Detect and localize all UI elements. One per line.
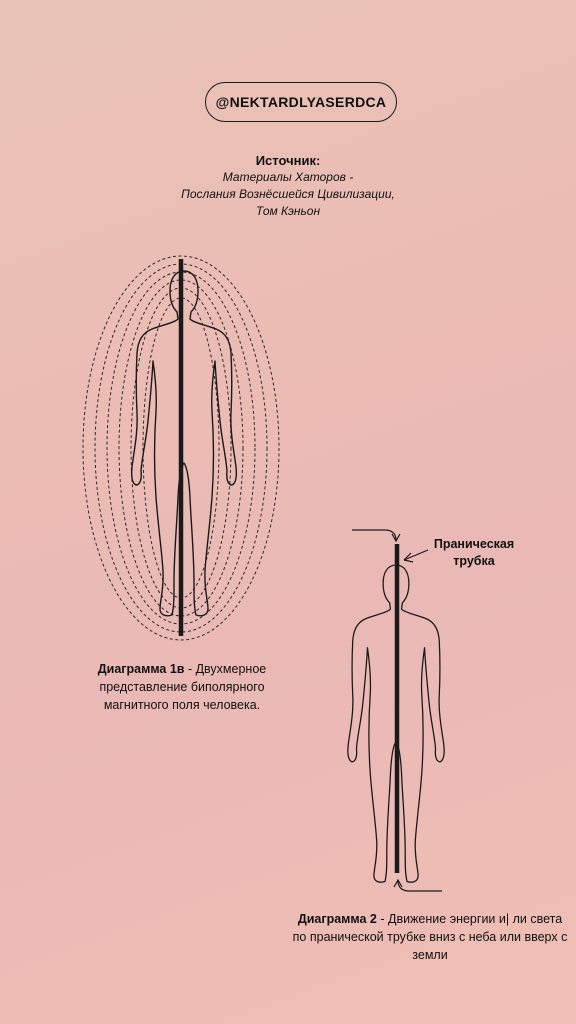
diagram1-caption: Диаграмма 1в - Двухмерное представление … bbox=[72, 660, 292, 714]
source-line-1: Материалы Хаторов - bbox=[222, 170, 354, 184]
human-silhouette-1 bbox=[130, 270, 238, 617]
source-line-2: Послания Вознёсшейся Цивилизации, bbox=[181, 187, 395, 201]
diagram2-caption-title: Диаграмма 2 bbox=[297, 912, 377, 926]
diagram1-caption-text: - Двухмерное представление биполярного м… bbox=[99, 662, 267, 712]
arrow-top-icon bbox=[352, 529, 401, 543]
pranic-tube-label-line1: Праническая bbox=[433, 537, 515, 551]
arrow-label-icon bbox=[403, 549, 429, 563]
diagram2-caption-text: - Движение энергии и| ли света по пранич… bbox=[292, 912, 568, 962]
handle-badge: @NEKTARDLYASERDCA bbox=[205, 82, 397, 122]
source-title: Источник: bbox=[255, 153, 321, 168]
pranic-tube-label-line2: трубка bbox=[453, 554, 495, 568]
handle-text: @NEKTARDLYASERDCA bbox=[215, 94, 387, 110]
arrow-bottom-icon bbox=[393, 878, 442, 892]
diagram1-caption-title: Диаграмма 1в bbox=[97, 662, 185, 676]
diagram2-caption: Диаграмма 2 - Движение энергии и| ли све… bbox=[290, 910, 570, 964]
source-block: Источник: Материалы Хаторов - Послания В… bbox=[140, 152, 436, 220]
pranic-tube-label: Праническая трубка bbox=[424, 536, 524, 570]
source-line-3: Том Кэньон bbox=[255, 204, 321, 218]
